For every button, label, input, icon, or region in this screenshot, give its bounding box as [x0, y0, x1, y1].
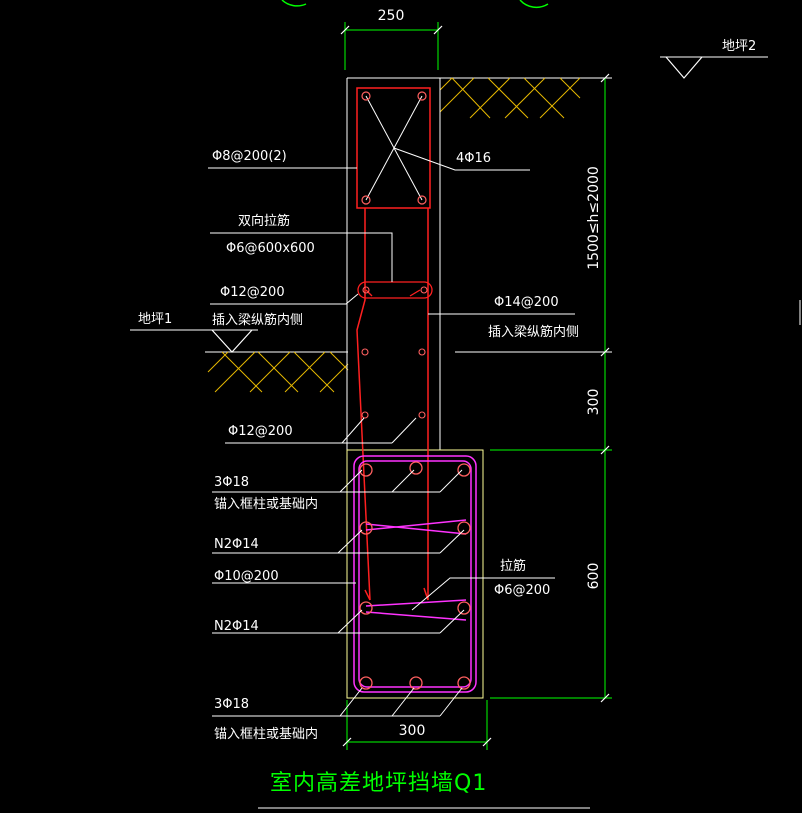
wall-outline: [346, 77, 441, 450]
label-left-vertical: Φ12@200: [220, 285, 285, 300]
level-left-text: 地坪1: [138, 312, 172, 327]
label-bottom-bars: 3Φ18: [214, 697, 249, 712]
top-beam-stirrup: [356, 87, 431, 209]
leader-lines: [208, 147, 575, 717]
label-stirrup-beam: Φ8@200(2): [212, 149, 287, 164]
label-base-tie-spec: Φ6@200: [494, 583, 550, 598]
dim-height-300-text: 300: [586, 389, 602, 416]
dimension-top-width: 250: [340, 8, 443, 70]
top-beam-bars: [361, 91, 427, 205]
label-top-bars-note: 锚入框柱或基础内: [214, 496, 318, 512]
label-left-vertical-note: 插入梁纵筋内侧: [212, 312, 303, 328]
label-tie-title: 双向拉筋: [238, 213, 290, 229]
soil-hatch-lower: [207, 351, 349, 393]
wall-bar-dots: [361, 286, 428, 419]
label-side-bars-1: N2Φ14: [214, 537, 259, 552]
top-circle-right: [519, 0, 549, 9]
base-stirrups: [353, 455, 477, 693]
label-tie-spec: Φ6@600x600: [226, 241, 315, 256]
label-stirrup-base: Φ10@200: [214, 569, 279, 584]
dimension-right-chain: 1500≤h≤2000 300 600: [455, 73, 612, 703]
label-side-bars-2: N2Φ14: [214, 619, 259, 634]
level-right-text: 地坪2: [722, 39, 756, 54]
double-tie: [357, 281, 433, 299]
dimension-bottom-width: 300: [342, 700, 492, 750]
dim-top-width-text: 250: [378, 8, 405, 24]
soil-hatch-upper: [439, 77, 581, 119]
label-base-tie-title: 拉筋: [500, 558, 526, 574]
top-circle-left: [281, 0, 307, 7]
label-right-vertical: Φ14@200: [494, 295, 559, 310]
label-beam-bars: 4Φ16: [456, 151, 491, 166]
level-marker-right: 地坪2: [440, 39, 768, 79]
dim-height-600-text: 600: [586, 563, 602, 590]
level-marker-left: 地坪1: [130, 312, 348, 353]
dim-height-range-text: 1500≤h≤2000: [586, 166, 602, 270]
label-left-vertical-lower: Φ12@200: [228, 424, 293, 439]
label-right-vertical-note: 插入梁纵筋内侧: [488, 324, 579, 340]
foundation-beam-outline: [346, 449, 484, 699]
base-bars: [359, 461, 471, 690]
label-top-bars: 3Φ18: [214, 475, 249, 490]
label-bottom-bars-note: 锚入框柱或基础内: [214, 726, 318, 742]
drawing-title: 室内高差地坪挡墙Q1: [270, 771, 487, 796]
dim-bottom-width-text: 300: [399, 723, 426, 739]
